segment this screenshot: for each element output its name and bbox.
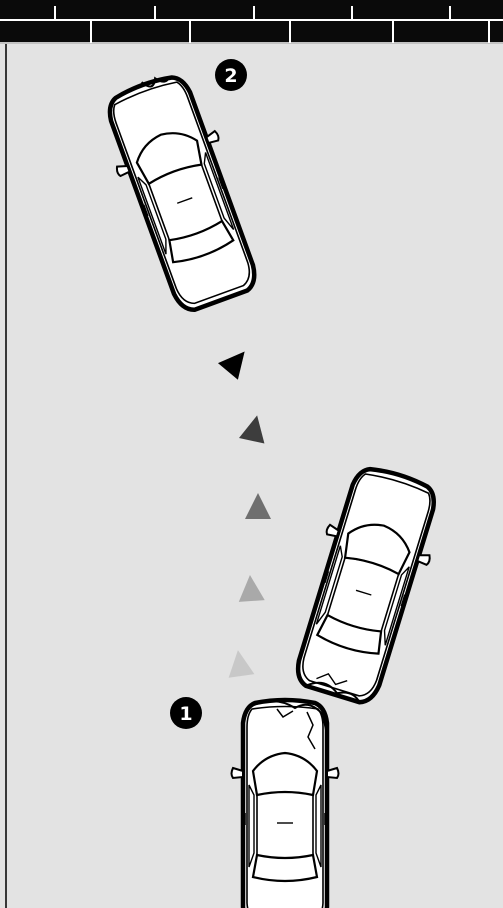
- marker-final-position: 2: [215, 59, 247, 91]
- marker-impact: 1: [170, 697, 202, 729]
- stationary-car: [232, 700, 339, 908]
- marker-final-position-label: 2: [224, 65, 237, 87]
- marker-impact-label: 1: [179, 703, 192, 725]
- brick-wall: [0, 0, 503, 44]
